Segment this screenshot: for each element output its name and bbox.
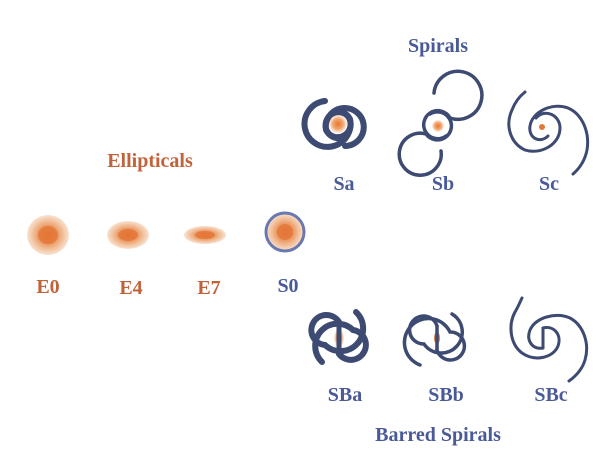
galaxy-label-sbc: SBc	[534, 384, 567, 406]
galaxy-e0-shape	[27, 215, 69, 255]
galaxy-label-e7: E7	[197, 277, 220, 299]
galaxy-sa-shape	[301, 98, 367, 150]
galaxy-sbc-shape	[509, 296, 589, 383]
galaxy-sba-shape	[308, 309, 369, 365]
galaxy-sc-shape	[507, 90, 590, 176]
galaxy-e4-shape	[107, 221, 149, 249]
galaxy-label-sb: Sb	[432, 173, 454, 195]
galaxy-label-e0: E0	[36, 276, 59, 298]
galaxy-label-sc: Sc	[539, 173, 559, 195]
galaxy-sbb-shape	[402, 312, 467, 367]
galaxy-s0-shape	[264, 211, 306, 253]
galaxy-label-e4: E4	[119, 277, 142, 299]
galaxy-sb-shape	[397, 69, 484, 177]
galaxy-label-sbb: SBb	[428, 384, 464, 406]
galaxy-label-sba: SBa	[328, 384, 362, 406]
group-label-barred-spirals: Barred Spirals	[375, 424, 501, 446]
galaxy-e7-shape	[184, 226, 226, 244]
galaxy-label-sa: Sa	[333, 173, 354, 195]
group-label-ellipticals: Ellipticals	[107, 150, 193, 172]
galaxy-label-s0: S0	[277, 275, 298, 297]
group-label-spirals: Spirals	[408, 35, 468, 57]
